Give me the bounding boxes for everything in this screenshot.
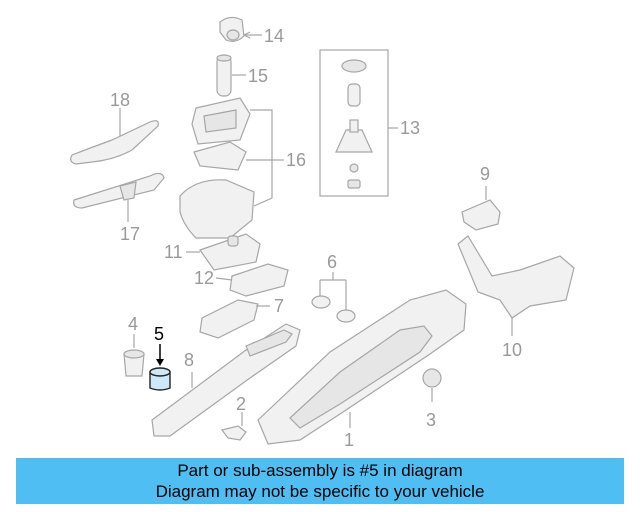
- part-8-armrest-lid[interactable]: [151, 323, 301, 437]
- label-10: 10: [502, 340, 522, 360]
- label-16: 16: [286, 150, 306, 170]
- label-2: 2: [236, 394, 246, 414]
- label-13: 13: [400, 118, 420, 138]
- label-17: 17: [120, 224, 140, 244]
- part-17-handbrake-bracket[interactable]: [73, 172, 165, 222]
- parts-diagram: 14 15 13 18 17 16: [70, 16, 575, 450]
- banner-line-1: Part or sub-assembly is #5 in diagram: [177, 461, 463, 480]
- part-2-clip[interactable]: [220, 412, 247, 441]
- label-3: 3: [426, 410, 436, 430]
- label-18: 18: [110, 90, 130, 110]
- label-1: 1: [344, 430, 354, 450]
- part-9-cover[interactable]: [461, 186, 501, 231]
- label-9: 9: [480, 164, 490, 184]
- part-1-center-console[interactable]: [257, 289, 467, 445]
- part-14-shift-knob[interactable]: [219, 16, 262, 42]
- label-6: 6: [327, 252, 337, 272]
- label-8: 8: [184, 350, 194, 370]
- part-4-cap[interactable]: [123, 334, 145, 377]
- part-10-rear-panel[interactable]: [457, 235, 575, 336]
- part-13-shift-boot-assembly[interactable]: [319, 49, 398, 197]
- part-16-shift-plates[interactable]: [179, 97, 284, 239]
- label-7: 7: [274, 296, 284, 316]
- part-18-handbrake-lever[interactable]: [70, 108, 159, 165]
- label-4: 4: [128, 314, 138, 334]
- label-12: 12: [194, 268, 214, 288]
- banner-line-2: Diagram may not be specific to your vehi…: [155, 482, 485, 501]
- info-banner: Part or sub-assembly is #5 in diagram Di…: [16, 458, 624, 504]
- part-3-knob[interactable]: [422, 368, 442, 402]
- part-11-shift-bezel[interactable]: [186, 233, 261, 271]
- label-11: 11: [164, 242, 183, 262]
- part-15-shift-lever[interactable]: [216, 54, 246, 97]
- label-15: 15: [248, 66, 268, 86]
- label-5: 5: [154, 324, 164, 344]
- part-6-buttons[interactable]: [311, 272, 356, 323]
- label-14: 14: [264, 26, 284, 46]
- part-12-trim-panel[interactable]: [215, 263, 289, 297]
- part-5-highlighted[interactable]: [149, 344, 171, 391]
- part-7-storage-tray[interactable]: [199, 299, 270, 339]
